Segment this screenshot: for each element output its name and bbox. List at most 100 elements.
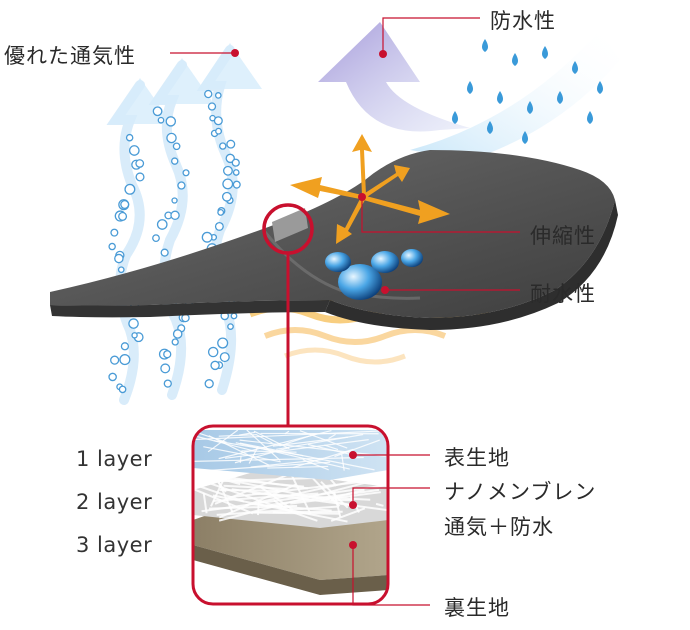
vapor-bubble <box>226 139 236 149</box>
vapor-bubble <box>163 379 172 388</box>
layer-2-label: 2 layer <box>76 490 153 514</box>
vapor-bubble <box>222 178 234 190</box>
fiber <box>239 439 386 457</box>
vapor-bubble <box>214 221 224 231</box>
vapor-bubble <box>119 354 131 366</box>
fiber <box>212 492 319 502</box>
fiber <box>299 430 348 449</box>
fiber <box>255 433 273 444</box>
fiber <box>193 434 256 452</box>
raindrop <box>487 121 493 134</box>
vapor-bubble <box>232 180 241 189</box>
raindrop <box>497 91 503 104</box>
fiber <box>341 454 345 471</box>
vapor-bubble <box>231 158 240 167</box>
vapor-bubble <box>128 145 140 156</box>
vapor-bubble <box>201 231 213 243</box>
vapor-bubble <box>160 248 169 257</box>
vapor-bubble <box>172 329 183 339</box>
fiber <box>273 499 292 513</box>
vapor-bubble <box>204 89 213 99</box>
vapor-bubble <box>170 157 179 165</box>
fiber <box>221 477 354 507</box>
vapor-bubble <box>217 208 225 216</box>
vapor-bubble <box>135 159 145 168</box>
fiber <box>202 492 208 514</box>
water-beads <box>325 249 423 300</box>
vapor-bubble <box>118 385 127 394</box>
membrane-label-line2: 通気＋防水 <box>444 515 554 539</box>
vapor-bubble <box>172 142 181 151</box>
vapor-bubble <box>204 379 214 389</box>
surface-fibers <box>193 429 388 472</box>
fiber <box>213 477 227 493</box>
vapor-bubble <box>171 197 178 204</box>
membrane-fibers <box>193 472 388 523</box>
vapor-bubble <box>182 169 190 177</box>
fiber <box>225 439 369 459</box>
callout-dots <box>231 49 389 549</box>
vapor-bubble <box>219 352 230 363</box>
fiber <box>206 461 331 472</box>
fiber <box>218 481 366 522</box>
fiber <box>250 458 324 468</box>
callout-breathability: 優れた通気性 <box>4 44 136 68</box>
vapor-bubble <box>214 92 222 99</box>
vapor-bubble <box>225 153 235 164</box>
vapor-bubble <box>215 127 223 135</box>
vapor-bubble <box>120 199 130 210</box>
layer-detail-box <box>191 424 390 606</box>
layer-1-label: 1 layer <box>76 447 153 471</box>
fiber <box>248 446 259 464</box>
vapor-bubble <box>128 318 139 329</box>
fiber <box>193 476 315 484</box>
raindrop <box>587 111 593 124</box>
fiber <box>267 465 329 469</box>
fiber <box>279 433 317 447</box>
fiber <box>375 502 384 507</box>
callout-stretch: 伸縮性 <box>530 224 596 248</box>
vapor-arrows <box>106 43 262 405</box>
raindrop <box>522 131 528 144</box>
vapor-bubble <box>232 169 240 176</box>
stretch-arrows <box>290 134 450 244</box>
raindrop <box>557 91 563 104</box>
raindrop <box>482 39 488 52</box>
vapor-bubble <box>222 165 233 176</box>
vapor-bubble <box>166 132 177 144</box>
raindrop <box>452 111 458 124</box>
vapor-bubble <box>108 372 117 382</box>
fiber <box>249 503 332 512</box>
layer-3-label: 3 layer <box>76 533 153 557</box>
fiber <box>328 433 336 439</box>
vapor-bubble <box>210 360 220 371</box>
vapor-bubble <box>124 183 136 195</box>
vapor-bubble <box>213 116 223 126</box>
vapor-bubble <box>207 346 219 358</box>
callout-waterproof: 防水性 <box>490 9 556 33</box>
fiber <box>238 431 256 436</box>
vapor-bubble <box>170 210 180 221</box>
membrane-label-line1: ナノメンブレン <box>444 480 597 504</box>
waterproof-arrow <box>318 22 470 132</box>
vapor-bubble <box>207 102 217 111</box>
fiber <box>245 475 375 507</box>
vapor-bubble <box>114 253 124 264</box>
raindrop <box>572 61 578 74</box>
fiber <box>246 429 281 461</box>
vapor-bubble <box>217 337 229 349</box>
callout-lines <box>170 17 520 606</box>
fiber <box>216 505 338 516</box>
fiber <box>257 500 260 516</box>
vapor-bubble <box>219 142 227 150</box>
vapor-bubble <box>227 323 234 330</box>
vapor-bubble <box>171 338 179 346</box>
vapor-bubble <box>117 266 125 274</box>
fiber <box>218 434 256 437</box>
fiber <box>193 456 364 462</box>
vapor-bubble <box>156 219 168 230</box>
fiber <box>227 479 375 499</box>
vapor-bubble <box>163 350 172 359</box>
callout-water-resistance: 耐水性 <box>530 282 596 306</box>
